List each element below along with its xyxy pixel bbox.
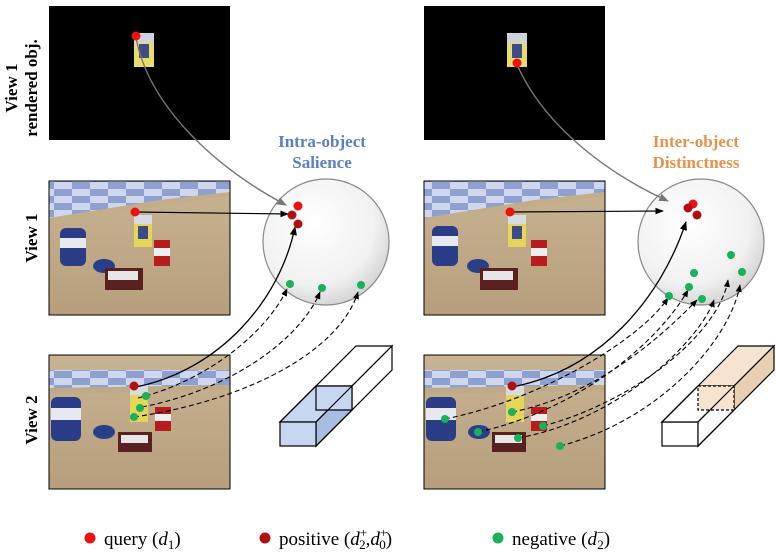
yellow-box-view1-left bbox=[134, 215, 152, 247]
view2-positive-arrow-left bbox=[135, 226, 297, 388]
gelatin-box-view1-right bbox=[480, 268, 518, 290]
legend-query-marker bbox=[84, 532, 96, 544]
view1-query-arrow-left bbox=[135, 210, 289, 218]
blue-can-view1-right bbox=[432, 226, 458, 266]
rendered-to-sphere-arrow-right bbox=[515, 61, 669, 202]
rendered-object-panel-left bbox=[49, 6, 230, 140]
legend-negative-marker bbox=[492, 532, 504, 544]
positive-dot-sphere-right-2 bbox=[692, 210, 702, 220]
negative-dot-view2-right-4 bbox=[514, 434, 522, 442]
view2-positive-arrow-right bbox=[511, 221, 687, 388]
negative-dot-view2-left-3 bbox=[130, 413, 138, 421]
negative-dot-view2-right-2 bbox=[474, 428, 482, 436]
embedding-sphere-right bbox=[637, 178, 765, 306]
view1-query-arrow-right bbox=[509, 207, 664, 215]
legend-negative-sup: − bbox=[597, 525, 604, 540]
query-dot-rendered-right bbox=[512, 58, 522, 68]
rendered-to-sphere-arrow-left bbox=[135, 37, 287, 206]
legend-query-text: query (d1) bbox=[104, 529, 181, 552]
positive-dot-sphere-left-2 bbox=[293, 219, 303, 229]
scene-view2-right bbox=[423, 354, 606, 490]
negative-dot-view2-right-6 bbox=[556, 442, 564, 450]
legend-positive-sub-a: 2 bbox=[359, 537, 366, 552]
legend-positive-sub-b: 0 bbox=[379, 537, 386, 552]
title-intra-object-line2: Salience bbox=[292, 153, 352, 172]
blue-can-view1-left bbox=[60, 228, 86, 266]
legend-query-sub: 1 bbox=[168, 537, 175, 552]
negative-dot-sphere-left-1 bbox=[286, 280, 294, 288]
red-can-view1-right bbox=[531, 240, 547, 266]
view2-negative-arrow-right-4 bbox=[517, 299, 715, 439]
view2-negative-arrow-left-2 bbox=[141, 291, 321, 408]
legend-query-symbol: d bbox=[158, 529, 168, 550]
yellow-box-view1-right bbox=[508, 215, 526, 247]
negative-dot-view2-right-3 bbox=[508, 408, 516, 416]
legend-positive-sup-b: + bbox=[380, 525, 387, 540]
view2-negative-arrow-right-5 bbox=[542, 279, 730, 427]
negative-dot-sphere-left-2 bbox=[318, 284, 326, 292]
rendered-object-panel-right bbox=[424, 6, 605, 140]
negative-dot-sphere-right-1 bbox=[727, 251, 735, 259]
negative-dot-sphere-right-6 bbox=[698, 295, 706, 303]
title-inter-object-line1: Inter-object bbox=[653, 132, 740, 151]
legend-positive-text: positive (d+2,d+0) bbox=[279, 525, 392, 552]
legend-positive-symbol-a: d bbox=[350, 529, 360, 550]
title-inter-object-line2: Distinctness bbox=[653, 153, 740, 172]
query-dot-rendered-left bbox=[131, 31, 141, 41]
rendered-can-left bbox=[134, 33, 154, 67]
view2-negative-arrow-left-1 bbox=[137, 288, 288, 399]
negative-dot-view2-left-2 bbox=[136, 404, 144, 412]
tuna-can-view2-left bbox=[93, 425, 115, 439]
negative-dot-sphere-right-5 bbox=[685, 283, 693, 291]
positive-dot-sphere-left-1 bbox=[287, 210, 297, 220]
title-intra-object-line1: Intra-object bbox=[278, 132, 366, 151]
row-label-view2: View 2 bbox=[22, 396, 41, 445]
view2-negative-arrow-right-1 bbox=[444, 297, 669, 420]
legend-negative-sub: 2 bbox=[597, 537, 604, 552]
legend-positive-label: positive bbox=[279, 529, 339, 550]
legend-negative-label: negative bbox=[512, 529, 576, 550]
feature-prism-left bbox=[278, 344, 394, 448]
row-label-view1-rendered-line2: rendered obj. bbox=[22, 39, 41, 137]
view2-negative-arrow-right-3 bbox=[511, 299, 698, 413]
legend-positive-marker bbox=[259, 532, 271, 544]
negative-dot-sphere-right-4 bbox=[665, 292, 673, 300]
scene-view1-left bbox=[48, 180, 231, 316]
legend-negative-text: negative (d−2) bbox=[512, 525, 610, 552]
gelatin-box-view2-right bbox=[492, 432, 526, 452]
negative-dot-sphere-left-3 bbox=[357, 281, 365, 289]
positive-dot-view2-right bbox=[507, 381, 517, 391]
positive-dot-view2-left bbox=[129, 381, 139, 391]
negative-dot-view2-right-1 bbox=[441, 415, 449, 423]
red-can-view1-left bbox=[154, 240, 170, 266]
legend: query (d1) positive (d+2,d+0) negative (… bbox=[84, 525, 610, 552]
feature-prism-right bbox=[660, 344, 776, 448]
gelatin-box-view2-left bbox=[118, 432, 152, 452]
embedding-sphere-left bbox=[262, 178, 390, 306]
rendered-can-right bbox=[507, 33, 527, 67]
negative-dot-view2-right-5 bbox=[539, 422, 547, 430]
query-dot-sphere-left bbox=[293, 201, 303, 211]
blue-can-view2-left bbox=[51, 397, 81, 441]
yellow-box-view2-right bbox=[506, 386, 524, 422]
gelatin-box-view1-left bbox=[105, 268, 143, 290]
scene-view2-left bbox=[48, 354, 231, 490]
row-label-view1: View 1 bbox=[22, 214, 41, 263]
legend-positive-symbol-b: d bbox=[370, 529, 380, 550]
legend-positive-sup-a: + bbox=[360, 525, 367, 540]
negative-dot-sphere-right-2 bbox=[690, 269, 698, 277]
legend-negative-symbol: d bbox=[587, 529, 597, 550]
query-dot-view1-left bbox=[130, 207, 140, 217]
negative-dot-view2-left-1 bbox=[142, 392, 150, 400]
scene-view1-right bbox=[423, 180, 606, 316]
query-dot-view1-right bbox=[505, 207, 515, 217]
legend-query-label: query bbox=[104, 529, 148, 550]
positive-dot-sphere-right-1 bbox=[683, 203, 693, 213]
row-label-view1-rendered-line1: View 1 bbox=[2, 64, 21, 113]
view2-negative-arrow-left-3 bbox=[133, 291, 359, 418]
negative-dot-sphere-right-3 bbox=[738, 268, 746, 276]
